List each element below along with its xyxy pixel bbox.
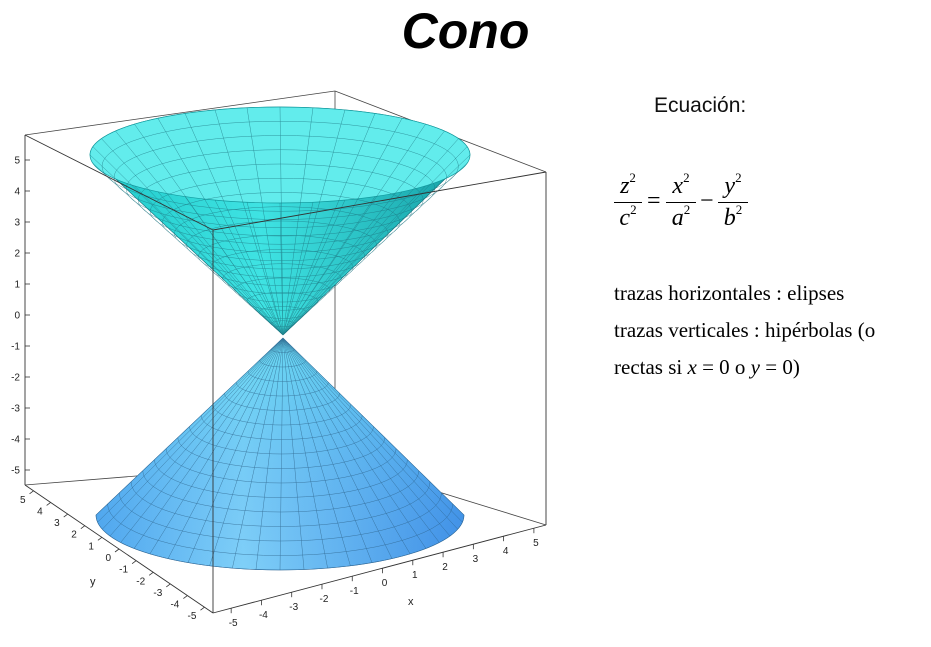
bottom-mesh-ring (212, 404, 352, 426)
bottom-mesh-ring (247, 371, 318, 382)
trace-vertical: trazas verticales : hipérbolas (o (614, 318, 876, 342)
bottom-mesh-ring (271, 348, 295, 353)
z-tick-label: 4 (14, 187, 20, 198)
y-tick-label: 1 (88, 541, 94, 552)
minus-sign: − (700, 188, 714, 214)
x-tick-label: 4 (503, 546, 509, 557)
x-tick-label: 5 (533, 538, 539, 549)
y-tick-label: 4 (37, 506, 43, 517)
rhs1-numerator: x2 (672, 170, 690, 199)
y-tick-mark (80, 525, 86, 530)
z-tick-label: 1 (14, 280, 20, 291)
bottom-mesh-ring (189, 426, 374, 455)
x-axis-label: x (408, 596, 414, 608)
x-tick-label: 1 (412, 570, 418, 581)
top-mesh-ring (162, 192, 401, 253)
x-tick-label: -4 (259, 610, 268, 621)
y-tick-label: -5 (188, 611, 197, 622)
x-tick-label: 2 (442, 562, 448, 573)
equals-sign: = (647, 188, 661, 214)
y-tick-label: 3 (54, 518, 60, 529)
top-mesh-ring (186, 220, 377, 270)
bottom-mesh-ring (95, 514, 465, 571)
box-front-edges (24, 134, 547, 614)
lower-nappe (95, 337, 465, 571)
x-tick-label: -3 (289, 602, 298, 613)
top-mesh-ring (270, 320, 295, 327)
y-tick-label: -2 (136, 576, 145, 587)
trace-lines-condition: rectas si x = 0 o y = 0) (614, 355, 800, 379)
y-tick-mark (46, 502, 51, 506)
y-tick-mark (131, 560, 137, 564)
y-tick-label: -4 (170, 600, 179, 611)
upper-nappe (89, 106, 471, 336)
x-axis-ticks: -5 -4 -3 -2 -1 0 1 2 3 4 5 (229, 528, 539, 629)
top-mesh-ring (174, 206, 389, 261)
y-tick-label: -1 (119, 565, 128, 576)
z-axis-ticks: 5 4 3 2 1 0 -1 -2 -3 -4 -5 (11, 156, 30, 477)
rhs2-numerator: y2 (724, 170, 742, 199)
bottom-mesh-ring (236, 382, 329, 397)
lhs-numerator: z2 (620, 170, 636, 199)
top-mesh-ring (234, 277, 330, 303)
z-tick-label: -3 (11, 404, 20, 415)
z-tick-label: 2 (14, 249, 20, 260)
trace-horizontal: trazas horizontales : elipses (614, 281, 845, 305)
rhs1-denominator: a2 (671, 202, 691, 231)
x-tick-label: 0 (382, 578, 388, 589)
bottom-mesh-ring (200, 415, 363, 440)
y-tick-mark (148, 571, 154, 576)
top-mesh-ring (138, 163, 424, 237)
x-tick-label: -1 (350, 586, 359, 597)
x-tick-label: -5 (229, 618, 238, 629)
z-tick-label: -1 (11, 342, 20, 353)
bottom-mesh-ring (165, 448, 397, 484)
bottom-mesh-ring (119, 492, 442, 542)
y-tick-mark (114, 548, 120, 553)
bottom-mesh-ring (130, 481, 431, 527)
top-mesh-ring (258, 306, 307, 319)
rhs2-denominator: b2 (723, 202, 743, 231)
y-tick-label: 0 (105, 553, 111, 564)
top-mesh-ring (113, 135, 447, 220)
top-mesh-ring (150, 178, 412, 245)
y-tick-mark (200, 606, 205, 611)
y-axis-label: y (90, 576, 96, 588)
bottom-mesh-ring (154, 459, 408, 498)
z-tick-label: -5 (11, 466, 20, 477)
z-tick-label: -2 (11, 373, 20, 384)
x-tick-label: -2 (320, 594, 329, 605)
top-mesh-ring (210, 249, 354, 286)
z-tick-label: -4 (11, 435, 20, 446)
z-tick-label: 3 (14, 218, 20, 229)
top-mesh-ring (198, 235, 366, 278)
equation-label: Ecuación: (654, 94, 747, 117)
y-tick-mark (63, 513, 68, 518)
bottom-mesh-ring (224, 393, 340, 411)
top-mesh-ring (246, 292, 319, 311)
top-mesh-ring (222, 263, 342, 294)
z-tick-label: 0 (14, 311, 20, 322)
z-tick-label: 5 (14, 156, 20, 167)
bottom-mesh-ring (142, 470, 419, 513)
top-mesh-ring (101, 121, 459, 212)
lhs-denominator: c2 (619, 202, 637, 231)
bottom-mesh-ring (177, 437, 386, 469)
y-tick-label: -3 (153, 588, 162, 599)
bottom-mesh-ring (259, 360, 306, 368)
y-tick-label: 2 (71, 530, 77, 541)
x-tick-label: 3 (473, 554, 479, 565)
y-tick-label: 5 (20, 495, 26, 506)
y-tick-mark (166, 583, 171, 588)
y-tick-mark (29, 490, 34, 495)
y-tick-mark (97, 537, 103, 541)
bottom-mesh-ring (107, 503, 453, 556)
slide-title: Cono (401, 3, 530, 59)
y-tick-mark (183, 595, 188, 599)
